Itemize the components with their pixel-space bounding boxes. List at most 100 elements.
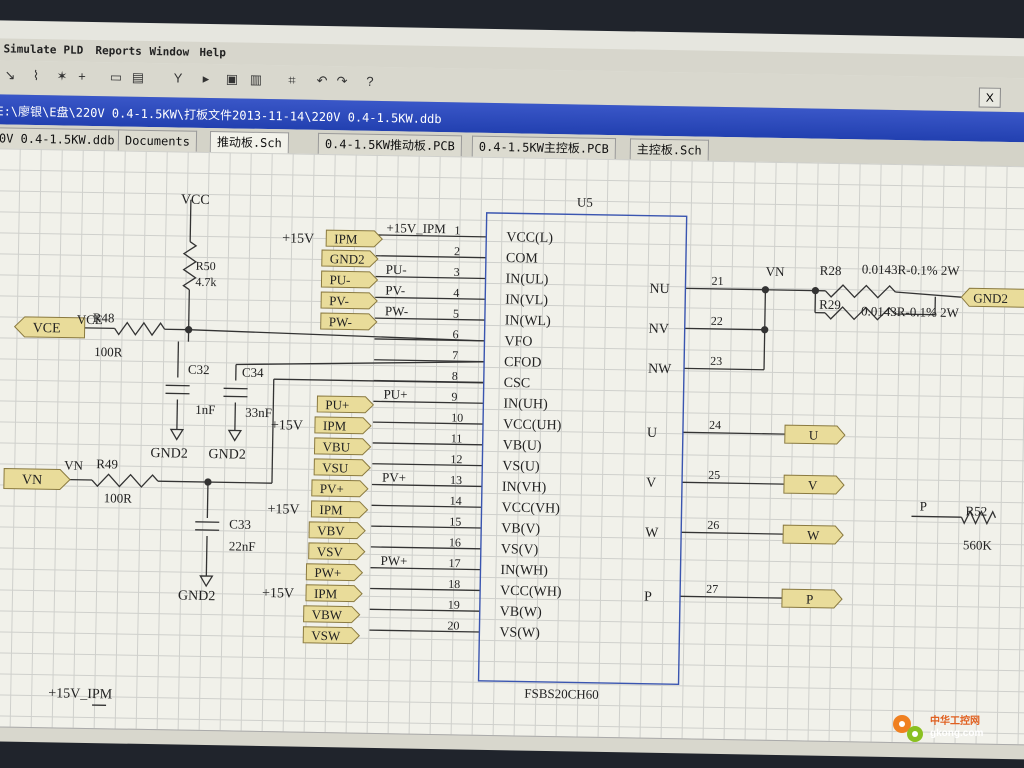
pin-wire-18 <box>370 587 481 592</box>
tab-main-pcb[interactable]: 0.4-1.5KW主控板.PCB <box>471 135 616 160</box>
gnd-c33 <box>199 575 214 588</box>
pin-number-22: 22 <box>711 314 723 328</box>
port-vce-label: VCE <box>32 321 60 336</box>
port-flag-16 <box>302 626 361 645</box>
zoom-icon[interactable]: ⌗ <box>288 72 296 88</box>
port-right-label-0: U <box>809 428 819 443</box>
redo-icon[interactable]: ↷ <box>336 73 348 89</box>
pin-name-17: IN(WH) <box>500 563 548 579</box>
cfod-wire <box>236 361 485 366</box>
crosshair-icon[interactable]: + <box>78 68 86 84</box>
junction-1 <box>761 286 770 294</box>
pin-name-5: IN(WL) <box>505 313 551 329</box>
watermark-url: gkong.com <box>930 728 984 739</box>
pin-net-4: PV- <box>385 283 405 298</box>
pin-wire-16 <box>370 546 481 550</box>
junction-2 <box>761 326 769 334</box>
r28-out <box>895 291 962 298</box>
r52-body <box>960 509 997 526</box>
component-icon[interactable]: ▣ <box>225 71 239 87</box>
pin-name-25: V <box>646 476 656 491</box>
csc-up <box>271 379 275 484</box>
c33-ref: C33 <box>229 516 251 531</box>
port-right-label-1: V <box>808 478 818 493</box>
help-icon[interactable]: ? <box>366 73 374 89</box>
c32-bottom <box>176 399 179 430</box>
menu-help[interactable]: Help <box>199 45 227 60</box>
tab-ddb[interactable]: 0V 0.4-1.5KW.ddb <box>0 127 122 151</box>
r49-body <box>91 473 159 488</box>
power-icon[interactable]: Y <box>173 70 183 86</box>
pin-number-5: 5 <box>453 306 459 320</box>
pin-net-9: PU+ <box>383 387 407 402</box>
vce-wire <box>84 327 115 330</box>
pin-wire-4 <box>375 296 486 300</box>
r29-body <box>824 306 896 321</box>
c34-ref: C34 <box>242 365 264 380</box>
pin-number-1: 1 <box>454 223 460 237</box>
menu-pld[interactable]: PLD <box>63 43 84 57</box>
port-label-6: IPM <box>323 418 347 433</box>
pin-wire-5 <box>374 317 485 321</box>
r50-bottom <box>187 289 190 342</box>
menu-simulate[interactable]: Simulate <box>3 42 57 57</box>
pin-net-1: +15V_IPM <box>386 220 446 236</box>
port-flag-10 <box>310 500 369 519</box>
pin-name-7: CFOD <box>504 355 542 371</box>
r49-out <box>157 480 272 484</box>
undo-icon[interactable]: ↶ <box>316 72 328 89</box>
pin-number-10: 10 <box>451 410 463 424</box>
ic-body[interactable] <box>477 212 688 686</box>
c33-bottom <box>205 536 208 577</box>
wire-tool-icon[interactable]: ↘ <box>4 67 16 83</box>
tab-driver-sch[interactable]: 推动板.Sch <box>209 131 289 154</box>
pin-name-19: VB(W) <box>500 605 543 621</box>
tab-documents[interactable]: Documents <box>117 129 198 152</box>
net-ports: IPM+15VGND2PU-PV-PW-PU+IPM+15VVBUVSUPV+I… <box>3 229 1024 645</box>
tab-driver-pcb[interactable]: 0.4-1.5KW推动板.PCB <box>317 132 462 157</box>
gnd-label-1: GND2 <box>150 446 188 462</box>
junction-3 <box>204 478 212 486</box>
pin-number-8: 8 <box>452 369 458 383</box>
port-flag-14 <box>305 584 363 603</box>
port-label-0: IPM <box>334 231 358 246</box>
gnd-c32 <box>169 428 185 441</box>
pin-wire-3 <box>375 275 486 280</box>
right-wire-1 <box>684 327 765 331</box>
port-label-4: PW- <box>329 314 352 329</box>
bus-tool-icon[interactable]: ⌇ <box>32 67 40 84</box>
menu-reports[interactable]: Reports <box>95 44 142 58</box>
port-gnd2-label: GND2 <box>973 290 1008 306</box>
pin-wire-11 <box>372 442 483 446</box>
pin-net-13: PV+ <box>382 470 406 485</box>
pin-name-22: NV <box>649 322 669 337</box>
menu-window[interactable]: Window <box>149 44 190 59</box>
pin-wire-1 <box>376 234 487 238</box>
tab-main-sch[interactable]: 主控板.Sch <box>629 138 709 161</box>
gear-logo-icon <box>893 715 923 742</box>
r50-body <box>182 241 198 291</box>
pin-number-9: 9 <box>451 390 457 404</box>
junction-tool-icon[interactable]: ✶ <box>56 68 68 84</box>
play-icon[interactable]: ▸ <box>202 70 210 87</box>
pin-number-23: 23 <box>710 354 722 368</box>
port-prefix-0: +15V <box>282 231 314 247</box>
r29-out <box>894 313 936 316</box>
sheet-icon[interactable]: ▥ <box>249 71 263 87</box>
r52-ref: R52 <box>965 503 987 518</box>
port-flag-6 <box>314 416 372 435</box>
port-prefix-10: +15V <box>267 502 299 518</box>
port-icon[interactable]: ▤ <box>131 69 145 85</box>
c33-top <box>206 482 209 519</box>
pin-number-3: 3 <box>454 265 460 279</box>
port-label-14: IPM <box>314 586 338 601</box>
r29-value: 0.0143R-0.1% 2W <box>861 303 960 320</box>
port-vn-flag <box>3 467 71 490</box>
port-flag-8 <box>313 458 371 477</box>
close-button[interactable]: X <box>978 87 1001 108</box>
net-label-icon[interactable]: ▭ <box>109 69 123 85</box>
port-flag-13 <box>305 563 364 582</box>
